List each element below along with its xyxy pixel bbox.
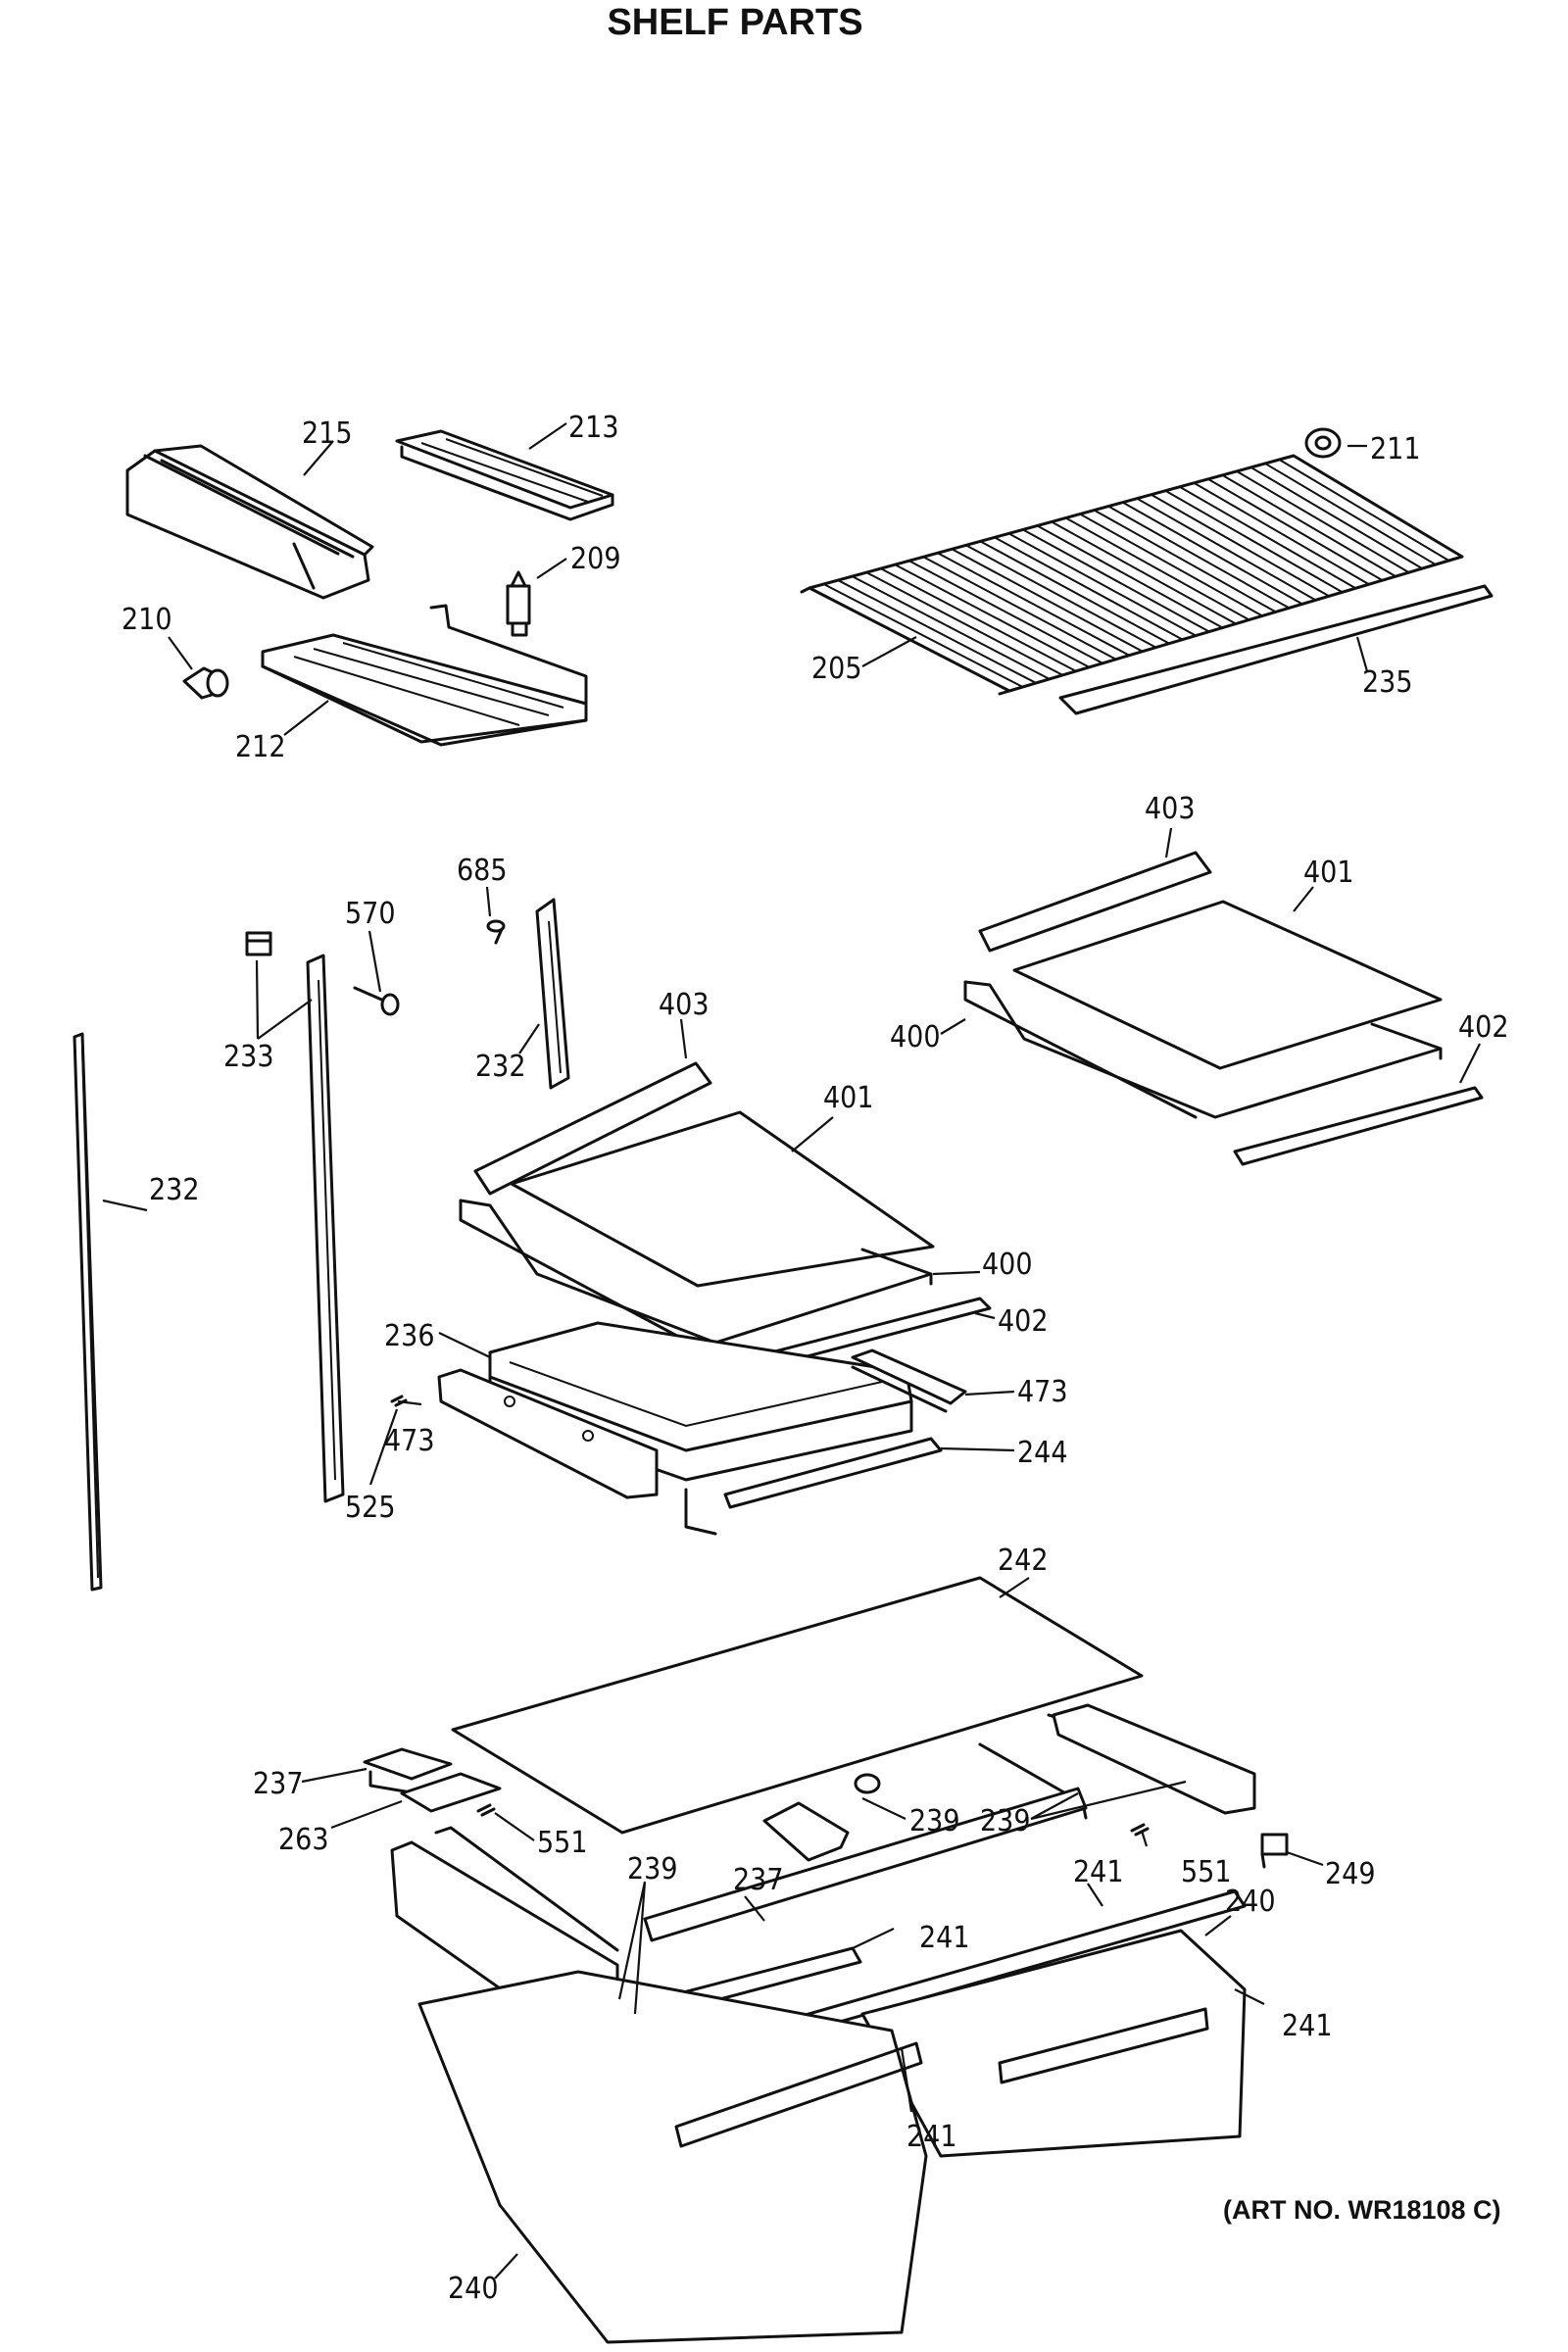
- part-232-rail-upper: [535, 898, 570, 1090]
- diagram-title: SHELF PARTS: [607, 2, 863, 43]
- part-242-glass: [451, 1576, 1144, 1835]
- callout-213: 213: [568, 411, 619, 445]
- callout-242: 242: [998, 1544, 1049, 1578]
- part-232-rail-left: [73, 1032, 103, 1592]
- callout-labels: 215 213 209 210 212 211 205 235 685 570 …: [122, 411, 1509, 2306]
- part-237-bracket-left: [363, 1747, 453, 1795]
- callout-239-center: 239: [909, 1804, 960, 1838]
- callout-240-left: 240: [448, 2272, 499, 2306]
- callout-244: 244: [1017, 1436, 1068, 1470]
- callout-232-left: 232: [149, 1173, 200, 1207]
- part-240-crisper-right: [860, 1929, 1247, 2158]
- part-403-shelf-trim: [473, 1061, 712, 1196]
- callout-401-right: 401: [1303, 856, 1354, 890]
- art-number: (ART NO. WR18108 C): [1223, 2195, 1501, 2225]
- part-212-frame: [261, 604, 588, 747]
- callout-209: 209: [570, 542, 621, 576]
- part-239-center-clip: [762, 1773, 881, 1862]
- part-233-clip: [245, 931, 272, 956]
- part-211-bumper: [1304, 427, 1342, 459]
- part-210-knob: [182, 666, 229, 700]
- callout-215: 215: [302, 416, 353, 451]
- callout-402-mid: 402: [998, 1304, 1049, 1339]
- callout-551-right: 551: [1181, 1855, 1232, 1889]
- part-551-screws: [476, 1803, 1150, 1837]
- leader-lines: [102, 422, 1481, 2279]
- callout-403-right: 403: [1145, 792, 1196, 826]
- part-401-glass-right: [1012, 900, 1443, 1070]
- callout-473-left: 473: [384, 1424, 435, 1458]
- part-473-slide-right: [851, 1348, 967, 1413]
- callout-237-center: 237: [733, 1863, 784, 1897]
- part-401-glass: [510, 1110, 935, 1288]
- callout-239-right: 239: [980, 1804, 1031, 1838]
- callout-241-a: 241: [919, 1921, 970, 1955]
- callout-210: 210: [122, 603, 172, 637]
- part-525-rail: [306, 954, 345, 1503]
- part-244-rail: [684, 1437, 943, 1536]
- part-402-trim-right: [1233, 1086, 1484, 1166]
- callout-241-b: 241: [1073, 1855, 1124, 1889]
- part-235-trim: [1058, 584, 1494, 715]
- callout-401-mid: 401: [823, 1081, 874, 1115]
- part-239-right-rail: [1052, 1703, 1256, 1815]
- part-685-screw: [486, 919, 506, 945]
- callout-403-mid: 403: [659, 988, 710, 1022]
- callout-241-d: 241: [906, 2120, 957, 2154]
- callout-249: 249: [1325, 1857, 1376, 1891]
- part-205-wire-shelf: [800, 454, 1464, 696]
- callout-205: 205: [811, 652, 862, 686]
- callout-525: 525: [345, 1491, 396, 1525]
- callout-473-right: 473: [1017, 1375, 1068, 1409]
- part-215-bin: [125, 444, 374, 600]
- callout-232-upper: 232: [475, 1050, 526, 1084]
- callout-239-left: 239: [627, 1852, 678, 1886]
- part-249-bracket: [1260, 1833, 1289, 1869]
- part-240-crisper-left: [417, 1970, 928, 2344]
- part-213-tray: [395, 429, 614, 521]
- callout-400-right: 400: [890, 1020, 941, 1054]
- part-403-shelf-trim-right: [978, 851, 1212, 953]
- callout-400-mid: 400: [982, 1248, 1033, 1282]
- callout-402-right: 402: [1458, 1010, 1509, 1045]
- callout-237-left: 237: [253, 1767, 304, 1801]
- callout-241-c: 241: [1282, 2009, 1333, 2043]
- part-400-bracket: [459, 1199, 933, 1345]
- part-209-clip: [506, 570, 531, 637]
- callout-235: 235: [1362, 665, 1413, 700]
- callout-551-left: 551: [537, 1826, 588, 1860]
- callout-240-right: 240: [1225, 1885, 1276, 1919]
- part-400-bracket-right: [963, 980, 1443, 1119]
- callout-233: 233: [223, 1040, 274, 1074]
- callout-211: 211: [1370, 432, 1421, 466]
- part-473-slide-left: [437, 1368, 659, 1499]
- callout-263: 263: [278, 1823, 329, 1857]
- callout-685: 685: [457, 854, 508, 888]
- part-570-screw: [353, 986, 400, 1016]
- part-237-rail-center: [643, 1787, 1088, 1942]
- callout-236: 236: [384, 1319, 435, 1353]
- callout-570: 570: [345, 897, 396, 931]
- part-263-trim: [400, 1772, 502, 1813]
- callout-212: 212: [235, 730, 286, 764]
